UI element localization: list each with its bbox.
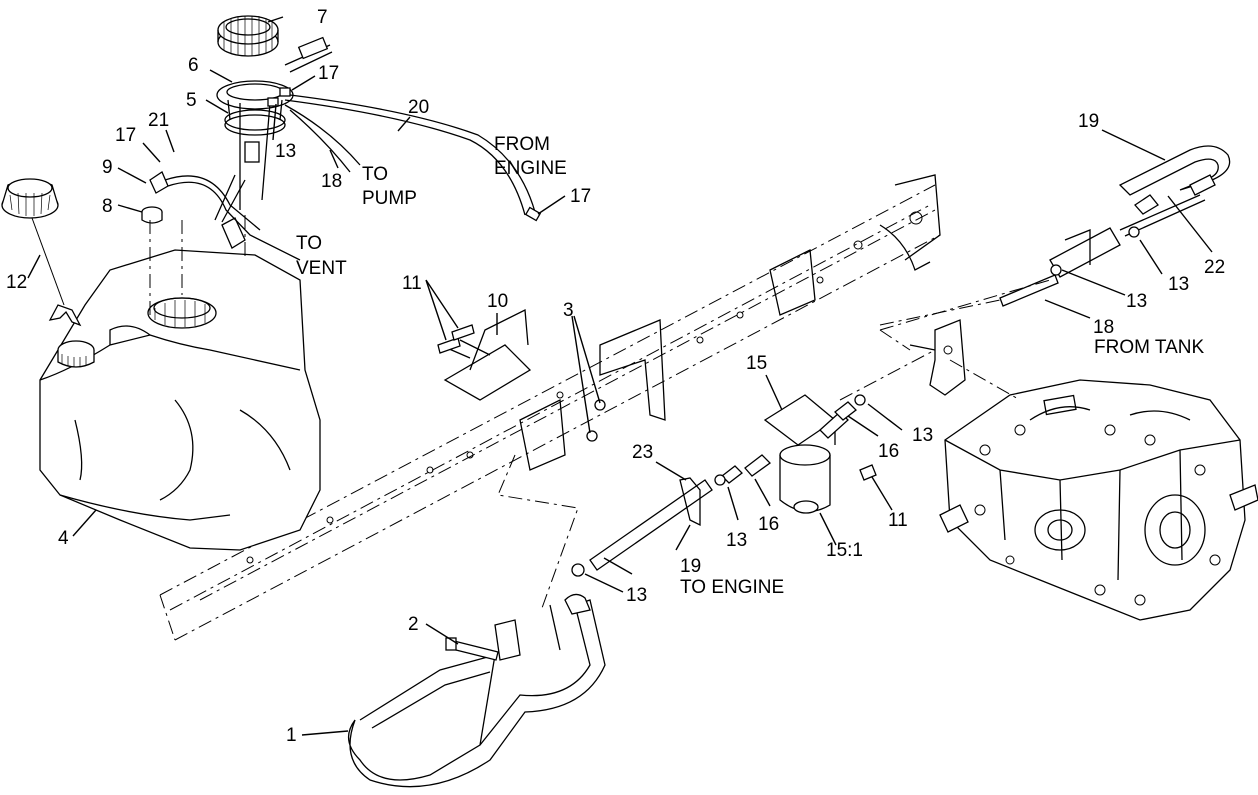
fuel-filter — [744, 394, 877, 514]
lock-ring — [217, 15, 279, 57]
cap-tether — [31, 217, 82, 327]
callout-12: 12 — [6, 272, 27, 293]
callout-15-1: 15:1 — [826, 540, 863, 561]
callout-18a: 18 — [321, 171, 342, 192]
leader-lines — [27, 16, 1213, 736]
support-bar — [348, 593, 606, 788]
callout-13a: 13 — [275, 141, 296, 162]
engine — [939, 379, 1258, 621]
engine-bracket — [909, 319, 966, 396]
callout-17b: 17 — [115, 125, 136, 146]
bolts-11 — [437, 324, 475, 354]
callout-8: 8 — [102, 196, 113, 217]
hose-19-upper — [999, 145, 1231, 307]
flow-notes: TO VENT TO PUMP FROM ENGINE FROM TANK TO… — [296, 134, 1204, 598]
callout-11b: 11 — [888, 510, 908, 531]
callout-3: 3 — [563, 300, 574, 321]
callout-23: 23 — [632, 442, 653, 463]
frame-rail — [159, 174, 941, 641]
fuel-tank — [39, 249, 321, 551]
callout-20: 20 — [408, 97, 429, 118]
note-from-engine-line2: ENGINE — [494, 158, 567, 179]
nuts-3 — [586, 399, 606, 442]
note-to-pump-line2: PUMP — [362, 188, 417, 209]
callout-16b: 16 — [758, 514, 779, 535]
callout-15: 15 — [746, 353, 767, 374]
alignment-lines — [149, 215, 1051, 609]
callout-18b: 18 — [1093, 317, 1114, 338]
callout-17a: 17 — [318, 63, 339, 84]
callout-19a: 19 — [1078, 111, 1099, 132]
callout-21: 21 — [148, 110, 169, 131]
note-to-vent-line2: VENT — [296, 258, 347, 279]
callout-22: 22 — [1204, 257, 1225, 278]
callout-13e: 13 — [726, 530, 747, 551]
bracket-10 — [439, 308, 532, 401]
callout-16a: 16 — [878, 441, 899, 462]
callout-13c: 13 — [1126, 291, 1147, 312]
callout-9: 9 — [102, 157, 113, 178]
callout-17c: 17 — [570, 186, 591, 207]
callout-5: 5 — [186, 90, 197, 111]
callout-4: 4 — [58, 528, 69, 549]
note-from-tank: FROM TANK — [1094, 337, 1204, 358]
note-to-vent-line1: TO — [296, 233, 322, 254]
note-to-pump-line1: TO — [362, 164, 388, 185]
note-from-engine-line1: FROM — [494, 134, 550, 155]
fuel-cap — [1, 178, 59, 219]
hose-19-lower — [571, 477, 713, 577]
callout-numbers: 1 2 3 4 5 6 7 8 9 10 11 11 12 13 13 13 1… — [6, 7, 1225, 746]
hoses-upper — [141, 87, 542, 261]
callout-13b: 13 — [1168, 274, 1189, 295]
callout-11a: 11 — [402, 273, 422, 294]
note-to-engine: TO ENGINE — [680, 577, 784, 598]
callout-13f: 13 — [626, 585, 647, 606]
callout-10: 10 — [487, 291, 508, 312]
callout-19b: 19 — [680, 556, 701, 577]
callout-1: 1 — [286, 725, 297, 746]
callout-2: 2 — [408, 614, 419, 635]
bolt-2 — [445, 637, 499, 661]
callout-13d: 13 — [912, 425, 933, 446]
callout-7: 7 — [317, 7, 328, 28]
callout-6: 6 — [188, 55, 199, 76]
fittings-16-13 — [714, 394, 866, 486]
